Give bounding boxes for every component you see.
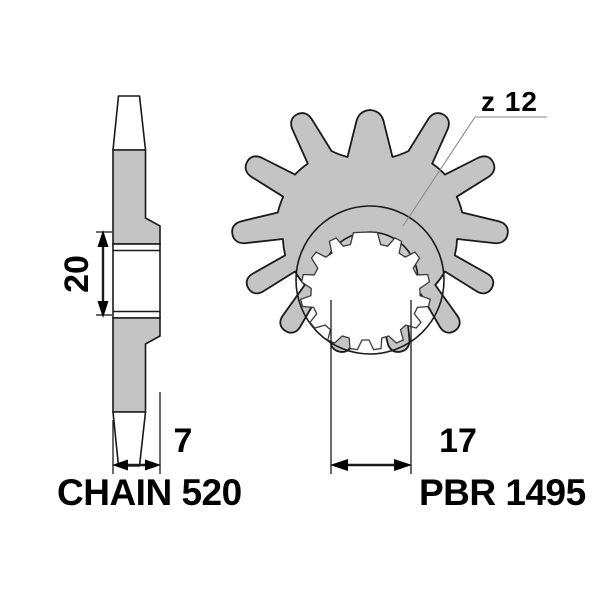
front-face-view: z 12 17 [231,86,547,474]
dim7-label: 7 [174,422,193,460]
side-lower-tooth-tip [112,411,147,467]
dim17-label: 17 [439,422,477,460]
dim17-arrow-left [330,459,348,471]
dim17-arrow-right [394,459,412,471]
side-upper-tooth-tip [112,95,147,151]
chain-title: CHAIN 520 [57,472,242,513]
dim7-arrow-right [145,459,161,471]
dim7-arrow-left [112,459,128,471]
part-number-title: PBR 1495 [419,472,586,513]
dim20-arrow-down [97,301,109,318]
side-profile-view: 20 7 [58,95,193,474]
side-hub-band [112,243,161,319]
dim20-arrow-up [97,230,109,247]
spline-bore-hole [299,231,432,351]
dim20-label: 20 [58,255,96,293]
z12-leader-line [402,116,476,227]
internal-spline [299,231,432,351]
hub-boundary-circle [295,205,445,355]
side-upper-body [112,149,161,245]
z12-label: z 12 [481,86,538,117]
side-lower-body [112,317,161,413]
